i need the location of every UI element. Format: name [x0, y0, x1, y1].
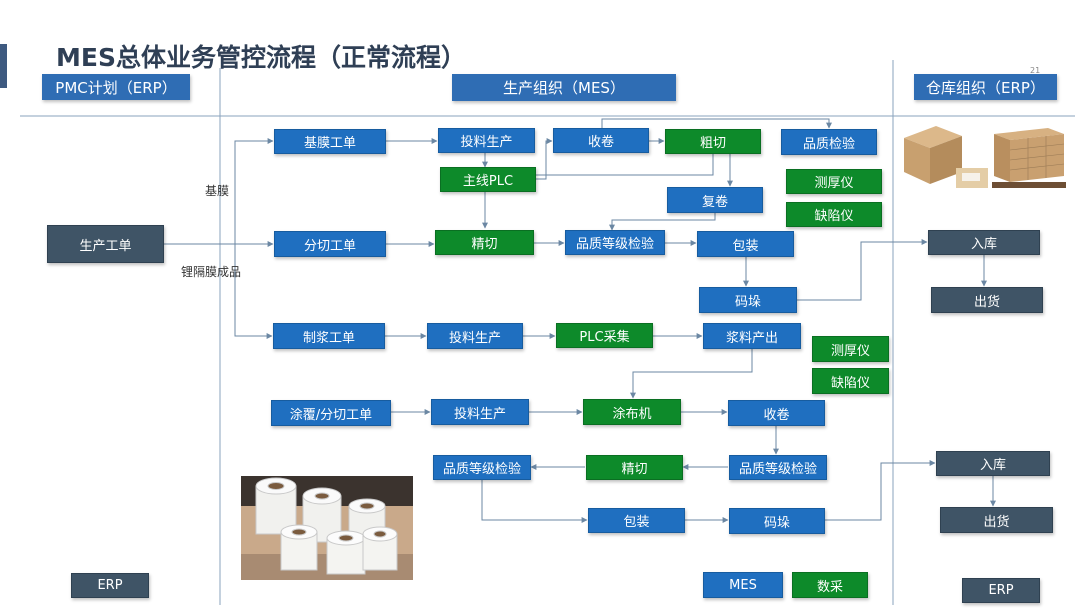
node-feed-production-1[interactable]: 投料生产: [438, 128, 535, 153]
node-base-film-order[interactable]: 基膜工单: [274, 129, 386, 154]
node-quality-grade-3[interactable]: 品质等级检验: [433, 455, 531, 480]
node-packaging-1[interactable]: 包装: [697, 231, 794, 257]
node-coating-slitting-order[interactable]: 涂覆/分切工单: [271, 400, 391, 426]
page-number: 21: [1030, 66, 1041, 75]
node-warehouse-in-2[interactable]: 入库: [936, 451, 1050, 476]
node-slurry-order[interactable]: 制浆工单: [273, 323, 385, 349]
node-defect-detector-2[interactable]: 缺陷仪: [812, 368, 889, 394]
node-ship-1[interactable]: 出货: [931, 287, 1043, 313]
node-winding-1[interactable]: 收卷: [553, 128, 649, 153]
node-production-order[interactable]: 生产工单: [47, 225, 164, 263]
node-winding-2[interactable]: 收卷: [728, 400, 825, 426]
node-ship-2[interactable]: 出货: [940, 507, 1053, 533]
node-plc-collect[interactable]: PLC采集: [556, 323, 653, 348]
node-thickness-gauge-1[interactable]: 测厚仪: [786, 169, 882, 194]
legend-data-collect: 数采: [792, 572, 868, 598]
legend-erp-left: ERP: [71, 573, 149, 598]
header-warehouse-organization: 仓库组织（ERP）: [914, 74, 1057, 100]
node-rewind[interactable]: 复卷: [667, 187, 763, 213]
label-base-film: 基膜: [205, 184, 230, 198]
legend-erp-right: ERP: [962, 578, 1040, 603]
node-thickness-gauge-2[interactable]: 测厚仪: [812, 336, 889, 362]
node-packaging-2[interactable]: 包装: [588, 508, 685, 533]
node-stacking-2[interactable]: 码垛: [729, 508, 825, 534]
title-accent-bar: [0, 44, 7, 88]
node-slurry-output[interactable]: 浆料产出: [703, 323, 801, 349]
node-slitting-order[interactable]: 分切工单: [274, 231, 386, 257]
node-coater[interactable]: 涂布机: [583, 399, 681, 425]
node-fine-cut-1[interactable]: 精切: [435, 230, 534, 255]
node-quality-grade-2[interactable]: 品质等级检验: [729, 455, 827, 480]
warehouse-goods-photo: [904, 126, 1066, 188]
node-feed-production-3[interactable]: 投料生产: [431, 399, 529, 425]
node-warehouse-in-1[interactable]: 入库: [928, 230, 1040, 255]
node-defect-detector-1[interactable]: 缺陷仪: [786, 202, 882, 227]
film-rolls-photo: [241, 476, 413, 580]
node-fine-cut-2[interactable]: 精切: [586, 455, 683, 480]
node-stacking-1[interactable]: 码垛: [699, 287, 797, 313]
node-main-line-plc[interactable]: 主线PLC: [440, 167, 536, 192]
header-pmc-plan: PMC计划（ERP）: [42, 74, 190, 100]
label-lithium-separator: 锂隔膜成品: [181, 265, 242, 279]
header-production-organization: 生产组织（MES）: [452, 74, 676, 101]
node-quality-inspection[interactable]: 品质检验: [781, 129, 877, 155]
node-feed-production-2[interactable]: 投料生产: [427, 323, 523, 349]
node-rough-cut[interactable]: 粗切: [665, 129, 761, 154]
node-quality-grade-1[interactable]: 品质等级检验: [565, 230, 665, 255]
legend-mes: MES: [703, 572, 783, 598]
page-title: MES总体业务管控流程（正常流程）: [56, 43, 466, 72]
